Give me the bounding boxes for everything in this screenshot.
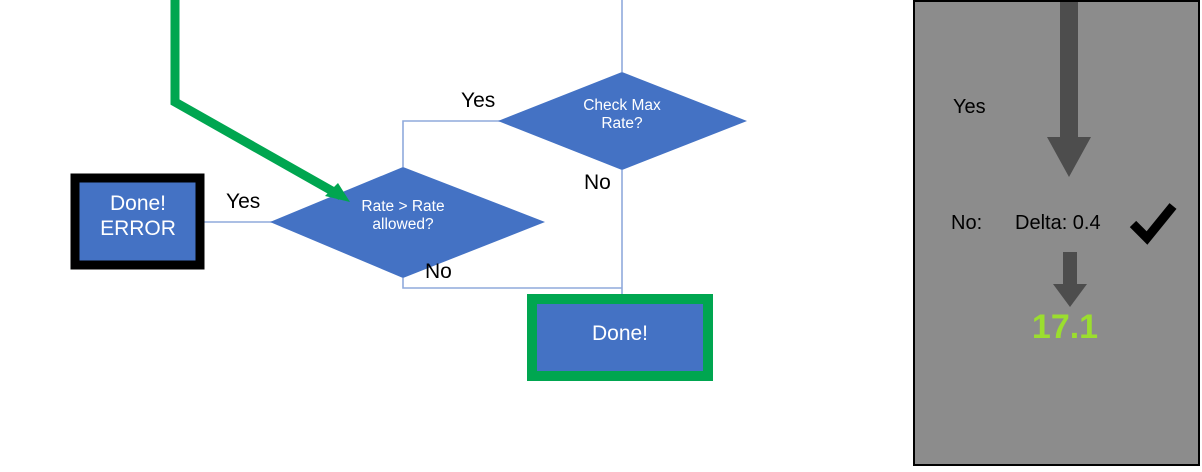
- process-done-error[interactable]: [70, 173, 205, 270]
- flowchart-graphics: [70, 0, 747, 381]
- edge-label-no-from-check-max: No: [584, 171, 611, 194]
- process-done[interactable]: [527, 294, 713, 381]
- down-arrow-short-icon: [1053, 252, 1087, 307]
- highlight-arrowhead-green: [325, 183, 350, 202]
- flowchart-canvas: Rate > Rate allowed? Check Max Rate? Don…: [70, 0, 747, 381]
- panel-result-value: 17.1: [1031, 308, 1099, 346]
- panel-delta-value: Delta: 0.4: [1015, 212, 1101, 234]
- connector-rate-no: [402, 278, 622, 289]
- check-mark-icon: [1129, 203, 1177, 245]
- panel-yes-label: Yes: [953, 96, 986, 118]
- edge-label-no-from-rate: No: [425, 260, 452, 283]
- highlight-path-green: [170, 0, 344, 200]
- edge-label-yes-into-rate: Yes: [461, 89, 496, 112]
- down-arrow-long-icon: [1047, 2, 1091, 177]
- edge-label-yes-to-done-error: Yes: [226, 190, 261, 213]
- side-panel: Yes No: Delta: 0.4 17.1: [913, 0, 1200, 466]
- side-panel-graphics: [1047, 2, 1177, 307]
- panel-no-label: No:: [951, 212, 983, 234]
- decision-check-max-rate[interactable]: [498, 72, 747, 170]
- connector-check-max-yes: [402, 120, 500, 167]
